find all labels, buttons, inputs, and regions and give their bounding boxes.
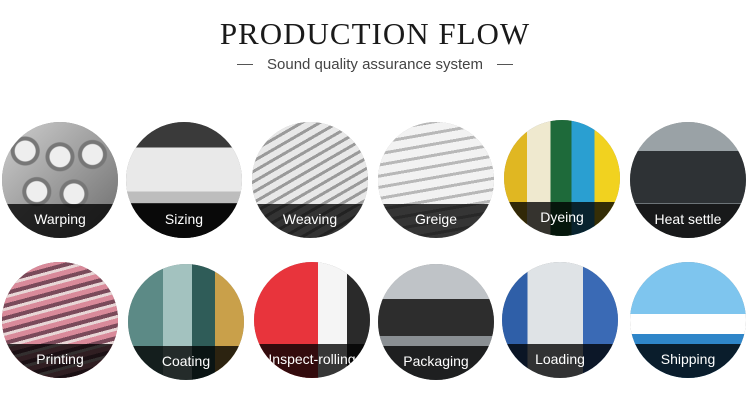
step-label: Printing: [2, 344, 118, 378]
step-greige: Greige: [378, 122, 494, 238]
step-label: Packaging: [378, 346, 494, 380]
page-title: PRODUCTION FLOW: [219, 16, 531, 51]
step-coating: Coating: [128, 264, 244, 380]
step-label: Coating: [128, 346, 244, 380]
step-label: Heat settle: [630, 204, 746, 238]
step-label: Loading: [502, 344, 618, 378]
step-inspect-rolling: Inspect-rolling: [254, 262, 370, 378]
step-label: Shipping: [630, 344, 746, 378]
step-sizing: Sizing: [126, 122, 242, 238]
step-label: Warping: [2, 204, 118, 238]
step-packaging: Packaging: [378, 264, 494, 380]
step-label: Dyeing: [504, 202, 620, 236]
right-dash: [496, 64, 513, 65]
step-label: Inspect-rolling: [254, 344, 370, 378]
step-label: Sizing: [126, 204, 242, 238]
step-warping: Warping: [2, 122, 118, 238]
step-label: Weaving: [252, 204, 368, 238]
step-printing: Printing: [2, 262, 118, 378]
step-loading: Loading: [502, 262, 618, 378]
left-dash: [237, 64, 254, 65]
subtitle-row: Sound quality assurance system: [0, 56, 750, 73]
step-weaving: Weaving: [252, 122, 368, 238]
step-shipping: Shipping: [630, 262, 746, 378]
step-heat-settle: Heat settle: [630, 122, 746, 238]
step-label: Greige: [378, 204, 494, 238]
step-dyeing: Dyeing: [504, 120, 620, 236]
page-subtitle: Sound quality assurance system: [267, 56, 483, 73]
